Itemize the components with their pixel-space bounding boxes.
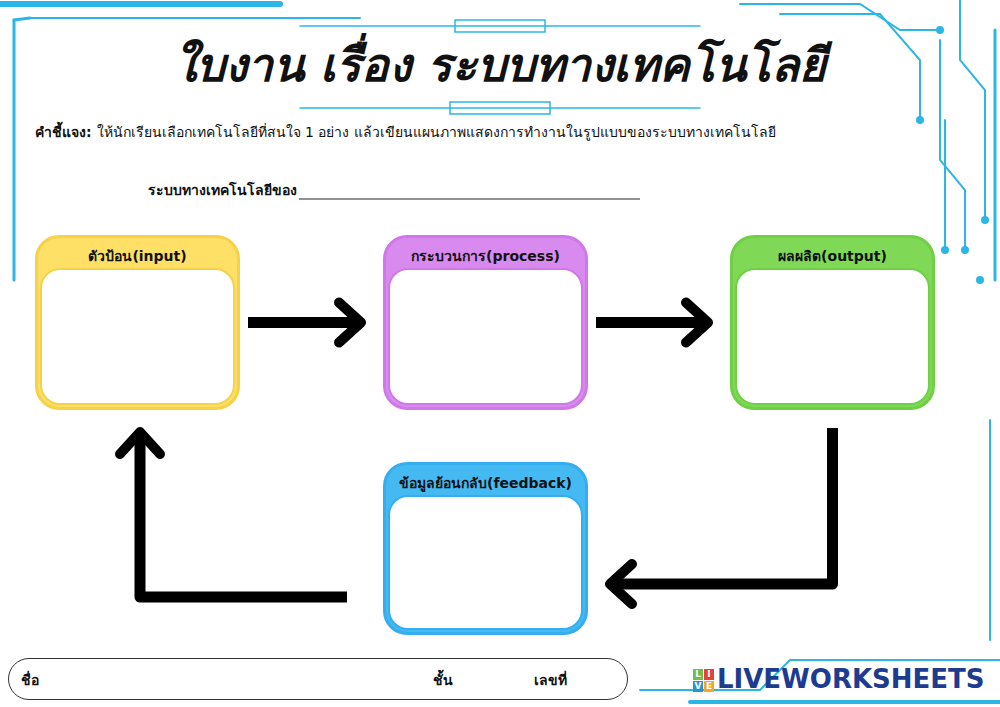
- circuit-trace: [944, 120, 946, 250]
- box-heading: ข้อมูลย้อนกลับ(feedback): [386, 472, 585, 494]
- logo-letter: V: [693, 681, 703, 692]
- flow-arrow: [140, 432, 347, 597]
- box-heading: ตัวป้อน(input): [38, 245, 237, 267]
- circuit-trace: [940, 40, 965, 250]
- circuit-dot: [916, 116, 924, 124]
- logo-letter: I: [704, 669, 714, 680]
- left-line: [14, 18, 30, 20]
- circuit-dot: [976, 276, 984, 284]
- name-bar: ชื่อ ชั้น เลขที่: [8, 658, 628, 700]
- top-bar: [0, 1, 280, 7]
- circuit-trace: [740, 4, 940, 30]
- flow-arrow: [596, 317, 708, 328]
- flow-arrow: [610, 428, 833, 584]
- title-rule-box: [455, 20, 545, 32]
- circuit-trace: [994, 30, 997, 280]
- worksheet-title: ใบงาน เรื่อง ระบบทางเทคโนโลยี: [0, 28, 1000, 101]
- title-rule: [300, 25, 700, 27]
- answer-area: [40, 268, 235, 405]
- title-rule-box: [450, 102, 550, 114]
- answer-area: [388, 268, 583, 405]
- logo-letter: L: [693, 669, 703, 680]
- form-field-label: ชั้น: [433, 669, 453, 691]
- circuit-dot: [961, 246, 969, 254]
- input-box: ตัวป้อน(input): [35, 235, 240, 410]
- instruction-lead: คำชี้แจง:: [35, 121, 92, 143]
- flow-arrow: [248, 317, 361, 328]
- output-box: ผลผลิต(output): [730, 235, 935, 410]
- feedback-box: ข้อมูลย้อนกลับ(feedback): [383, 462, 588, 635]
- title-rule: [300, 107, 700, 109]
- box-heading: ผลผลิต(output): [733, 245, 932, 267]
- form-field-label: เลขที่: [534, 669, 567, 691]
- circuit-dot: [981, 216, 989, 224]
- answer-area: [735, 268, 930, 405]
- process-box: กระบวนการ(process): [383, 235, 588, 410]
- circuit-trace: [989, 420, 991, 640]
- instruction-text: ให้นักเรียนเลือกเทคโนโลยีที่สนใจ 1 อย่าง…: [97, 121, 776, 143]
- logo-wordmark: LIVEWORKSHEETS: [717, 664, 985, 694]
- circuit-dot: [936, 26, 944, 34]
- box-heading: กระบวนการ(process): [386, 245, 585, 267]
- bottom-bar: [690, 700, 1000, 704]
- logo-letter: E: [704, 681, 714, 692]
- answer-area: [388, 495, 583, 630]
- answer-prompt: ระบบทางเทคโนโลยีของ: [148, 179, 297, 201]
- form-field-label: ชื่อ: [21, 669, 39, 691]
- answer-line: [299, 199, 640, 200]
- left-line: [13, 20, 16, 280]
- circuit-dot: [941, 246, 949, 254]
- top-line: [30, 17, 360, 19]
